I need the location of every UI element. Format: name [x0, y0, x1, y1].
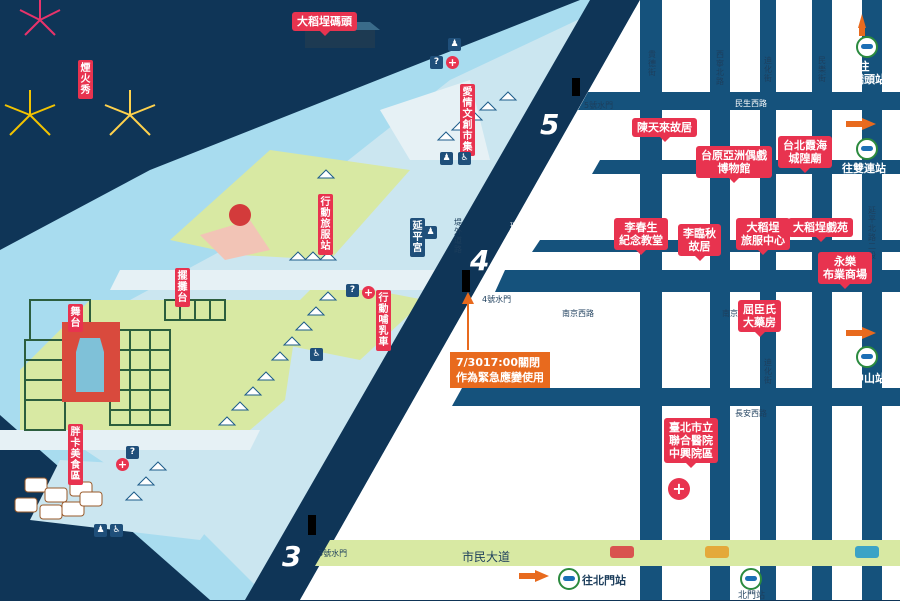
landmark-xiahai-temple: 台北霞海 城隍廟	[778, 136, 832, 173]
info-icon: ?	[346, 284, 359, 297]
landmark-puppet-museum: 台原亞洲偶戲 博物館	[696, 146, 772, 183]
mrt-daqiaotou[interactable]: 往 大橋頭站	[842, 60, 886, 86]
restroom-icon: ♟	[448, 38, 461, 51]
restroom-icon: ♟	[94, 524, 107, 537]
gate-5-marker	[572, 78, 580, 96]
rose-icon	[229, 204, 251, 226]
info-icon: ?	[126, 446, 139, 459]
street-minsheng: 民生西路	[735, 99, 767, 108]
first-aid-icon: +	[446, 56, 459, 69]
pink-pad	[200, 220, 270, 260]
embankment-road-label: 堤外道路	[454, 218, 462, 254]
mrt-logo-icon	[558, 568, 580, 590]
gate-4-number: 4	[470, 244, 490, 277]
landmark-hospital: 臺北市立 聯合醫院 中興院區	[664, 418, 718, 468]
mrt-logo-icon	[856, 36, 878, 58]
park-path	[110, 270, 440, 290]
mrt-logo-icon	[740, 568, 762, 590]
landmark-chen-tianlai: 陳天來故居	[632, 118, 697, 142]
mrt-arrows	[519, 14, 876, 582]
fireworks	[4, 0, 156, 136]
mrt-logo-icon	[856, 138, 878, 160]
street-xining: 西寧北路	[716, 50, 724, 86]
landmark-visitor-center: 大稻埕 旅服中心	[736, 218, 790, 255]
food-trucks	[14, 477, 103, 520]
info-icon: ?	[430, 56, 443, 69]
mrt-beimen-station: 北門站	[738, 591, 766, 601]
street-dihua: 迪化街	[764, 56, 772, 83]
notice-arrowhead	[462, 292, 474, 304]
market-label: 愛情文創市集	[460, 84, 475, 156]
cars	[610, 546, 879, 558]
gate-closure-notice: 7/3017:00關閉 作為緊急應變使用	[450, 352, 550, 388]
temple-label: 延平宮	[410, 218, 425, 257]
gate-5-label: 5號水門	[584, 101, 614, 110]
hospital-icon: +	[668, 478, 690, 500]
street-guide: 貴德街	[648, 50, 656, 77]
gate-4-label: 4號水門	[482, 295, 512, 304]
mrt-zhongshan[interactable]: 往中山站	[842, 372, 886, 385]
bottle-artwork	[76, 338, 104, 392]
pier-title-pin: 大稻埕碼頭	[292, 12, 357, 36]
gate-5-number: 5	[540, 108, 560, 141]
accessible-icon: ♿	[310, 348, 323, 361]
street-changan: 長安西路	[735, 409, 767, 418]
embankment-road	[245, 0, 640, 600]
gate-3-number: 3	[282, 540, 302, 573]
gate-4-marker	[462, 270, 470, 292]
restroom-icon: ♟	[424, 226, 437, 239]
mobile-service-label: 行動旅服站	[318, 194, 333, 255]
street-minle: 民樂街	[818, 56, 826, 83]
mrt-logo-icon	[856, 346, 878, 368]
restroom-icon: ♟	[440, 152, 453, 165]
civic-blvd-label: 市民大道	[462, 550, 511, 564]
landmark-theater: 大稻埕戲苑	[788, 218, 853, 242]
street-nanjing-1: 南京西路	[562, 309, 594, 318]
street-dihua-2: 迪化街	[764, 358, 772, 385]
gate-3-label: 3號水門	[318, 549, 348, 558]
landmark-watsons: 屈臣氏 大藥房	[738, 300, 781, 337]
nursing-car-label: 行動哺乳車	[376, 290, 391, 351]
landmark-yongle-market: 永樂 布業商場	[818, 252, 872, 289]
small-stage-label: 擺攤台	[175, 268, 190, 307]
park-path-south	[0, 430, 260, 450]
gate-3-marker	[308, 515, 316, 535]
main-stage-label: 舞台	[68, 304, 83, 332]
first-aid-icon: +	[362, 286, 375, 299]
fireworks-label: 煙火秀	[78, 60, 93, 99]
riverside-road-label: 環河北路	[510, 222, 518, 258]
mrt-shuanglian[interactable]: 往雙連站	[842, 162, 886, 175]
mrt-beimen-link[interactable]: 往北門站	[582, 574, 626, 587]
landmark-li-chunsheng: 李春生 紀念教堂	[614, 218, 668, 255]
food-zone-label: 胖卡美食區	[68, 424, 83, 485]
civic-blvd-band	[315, 540, 900, 566]
accessible-icon: ♿	[458, 152, 471, 165]
first-aid-icon: +	[116, 458, 129, 471]
street-yanping: 延平北路二段	[868, 206, 876, 260]
pier-building	[305, 30, 375, 48]
accessible-icon: ♿	[110, 524, 123, 537]
landmark-li-linqiu: 李臨秋 故居	[678, 224, 721, 261]
